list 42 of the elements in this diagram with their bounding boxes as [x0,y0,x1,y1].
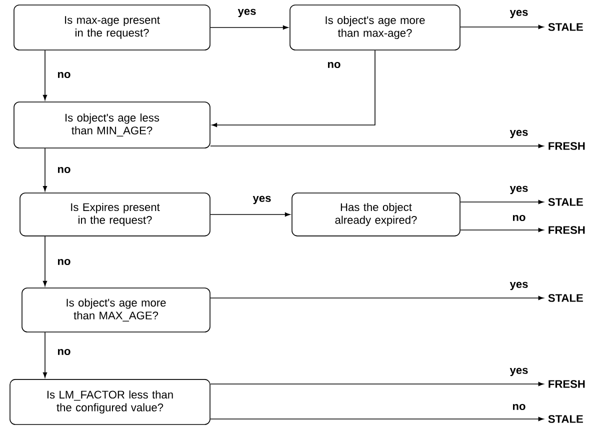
edge-label: yes [238,8,256,18]
outcome-label: STALE [548,23,583,31]
decision-box: Is LM_FACTOR less than the configured value? [10,379,210,425]
edge-label: no [58,258,70,266]
arrow [42,236,48,286]
arrow [210,416,544,422]
arrow [210,296,544,300]
arrow [460,24,544,30]
outcome-label: STALE [548,415,583,423]
decision-box: Is object's age less than MIN_AGE? [14,102,210,148]
edge-label: no [58,348,70,356]
arrow [210,25,288,30]
outcome-label: FRESH [548,226,585,234]
arrow [42,148,48,192]
decision-box: Is max-age present in the request? [14,4,210,50]
edge-label: no [512,404,526,410]
arrow [210,212,290,217]
arrow [460,228,544,232]
decision-box: Is object's age more than max-age? [290,4,460,50]
edge-label: yes [510,368,528,376]
decision-box: Has the object already expired? [292,192,460,236]
arrow [42,332,48,378]
decision-box: Is object's age more than MAX_AGE? [22,288,210,332]
arrow [212,50,376,128]
outcome-label: FRESH [548,142,585,150]
outcome-label: STALE [548,198,583,206]
edge-label: yes [252,196,271,204]
edge-label: yes [510,130,528,138]
edge-label: no [58,72,70,78]
edge-label: no [328,62,340,68]
edge-label: no [58,166,70,174]
decision-box: Is Expires present in the request? [20,192,210,236]
edge-label: no [512,214,526,222]
arrow [210,144,544,148]
edge-label: yes [510,186,528,194]
arrow [210,382,544,386]
outcome-label: FRESH [548,380,585,388]
edge-label: yes [510,10,528,18]
outcome-label: STALE [548,294,583,302]
arrow [42,50,48,100]
arrow [460,200,544,204]
edge-label: yes [510,282,528,290]
